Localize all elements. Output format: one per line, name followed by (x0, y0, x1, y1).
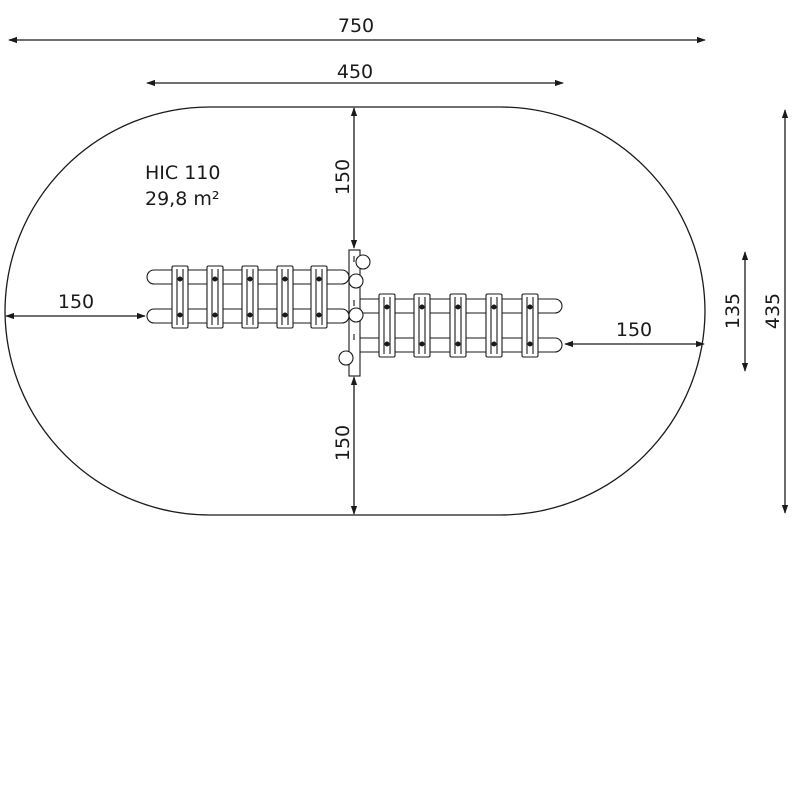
right-ladder-rung (378, 293, 396, 358)
climbing-equipment-plan (146, 249, 563, 377)
dimension-clearance-top: 150 (332, 107, 358, 249)
left-ladder-rung (206, 265, 224, 329)
dimension-clearance-right-label: 150 (616, 319, 652, 341)
dimension-overall-depth: 435 (762, 109, 789, 514)
right-ladder-rung (413, 293, 431, 358)
dimension-clearance-right: 150 (564, 319, 705, 348)
area-label: 29,8 m² (145, 188, 219, 210)
dimension-equipment-depth: 135 (722, 251, 749, 372)
right-ladder-rung (449, 293, 467, 358)
model-code-label: HIC 110 (145, 162, 220, 184)
dimension-equipment-depth-label: 135 (722, 293, 744, 329)
dimension-clearance-bottom-label: 150 (332, 425, 354, 461)
dimension-clearance-left-label: 150 (58, 291, 94, 313)
right-ladder (353, 293, 563, 358)
left-ladder-rung (241, 265, 259, 329)
right-ladder-rung (485, 293, 503, 358)
dimension-clearance-top-label: 150 (332, 159, 354, 195)
dimension-overall-width-label: 750 (338, 15, 374, 37)
dimension-clearance-bottom: 150 (332, 376, 358, 515)
dimension-clearance-left: 150 (5, 291, 146, 320)
left-ladder-rung (171, 265, 189, 329)
dimension-overall-depth-label: 435 (762, 293, 784, 329)
dimension-equipment-width-label: 450 (337, 61, 373, 83)
right-ladder-rung (521, 293, 539, 358)
left-ladder-rung (310, 265, 328, 329)
safety-zone-outline (4, 106, 706, 516)
dimension-equipment-width: 450 (146, 61, 564, 87)
left-ladder-rung (276, 265, 294, 329)
left-ladder (146, 265, 350, 329)
dimension-overall-width: 750 (8, 15, 706, 44)
central-post (338, 249, 371, 377)
